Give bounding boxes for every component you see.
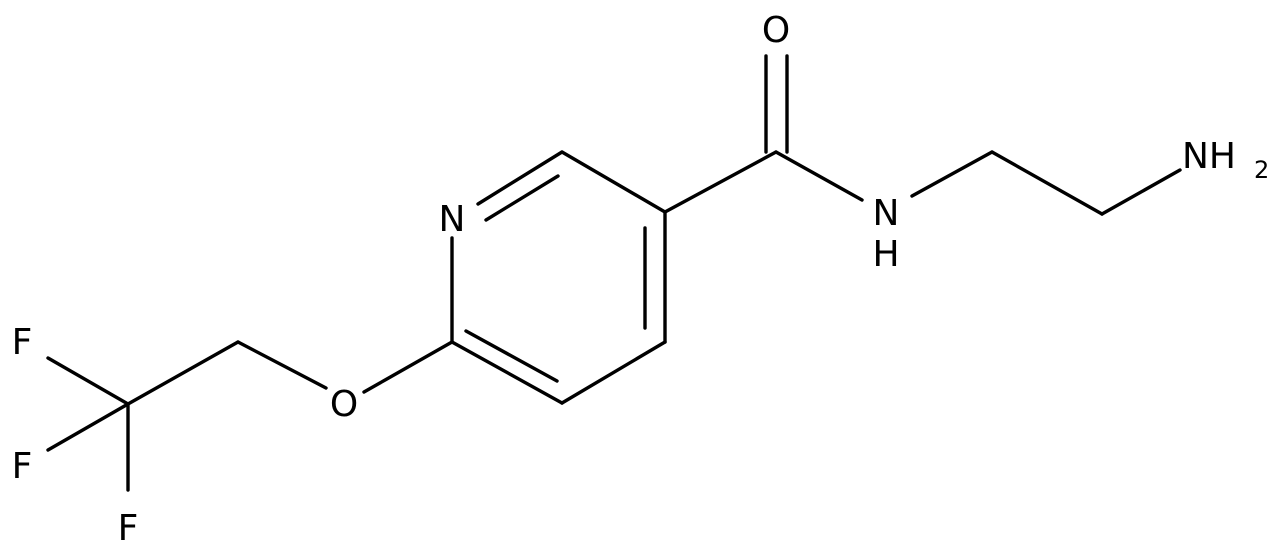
atom-fluorine-1: F <box>12 322 33 363</box>
atom-amide-hydrogen: H <box>872 234 899 275</box>
bond-n-c2-inner <box>484 174 560 222</box>
bond-ch2-cf3 <box>126 340 240 406</box>
atom-ether-oxygen: O <box>330 384 358 425</box>
bond-ch2a-ch2b <box>990 150 1104 216</box>
bond-c5-c6 <box>450 340 564 405</box>
bond-c4-c5 <box>560 340 667 405</box>
bond-c5-c6-inner <box>464 329 559 383</box>
bond-o-ch2 <box>236 340 328 390</box>
bond-cf3-f2 <box>46 402 130 452</box>
atom-amine-nitrogen: NH <box>1182 136 1236 177</box>
atom-amine-subscript: 2 <box>1254 156 1269 184</box>
bond-n-c2 <box>476 150 564 206</box>
trifluoroethoxy-group <box>46 340 454 492</box>
atom-pyridine-nitrogen: N <box>439 199 466 240</box>
atom-fluorine-3: F <box>118 508 139 549</box>
bond-n-ch2a <box>910 150 994 198</box>
atom-amide-nitrogen: N <box>873 193 900 234</box>
pyridine-ring <box>450 150 667 405</box>
bond-c2-c3 <box>560 150 667 214</box>
bond-c6-o <box>362 340 454 394</box>
bond-cf3-f1 <box>46 356 130 406</box>
amide-group <box>663 54 864 214</box>
bond-carbonyl-n <box>774 150 864 202</box>
atom-carbonyl-oxygen: O <box>762 10 790 51</box>
bond-c3-carbonyl <box>663 150 778 214</box>
atom-fluorine-2: F <box>12 446 33 487</box>
ethylamine-chain <box>910 150 1182 216</box>
bond-ch2b-nh2 <box>1100 168 1182 216</box>
